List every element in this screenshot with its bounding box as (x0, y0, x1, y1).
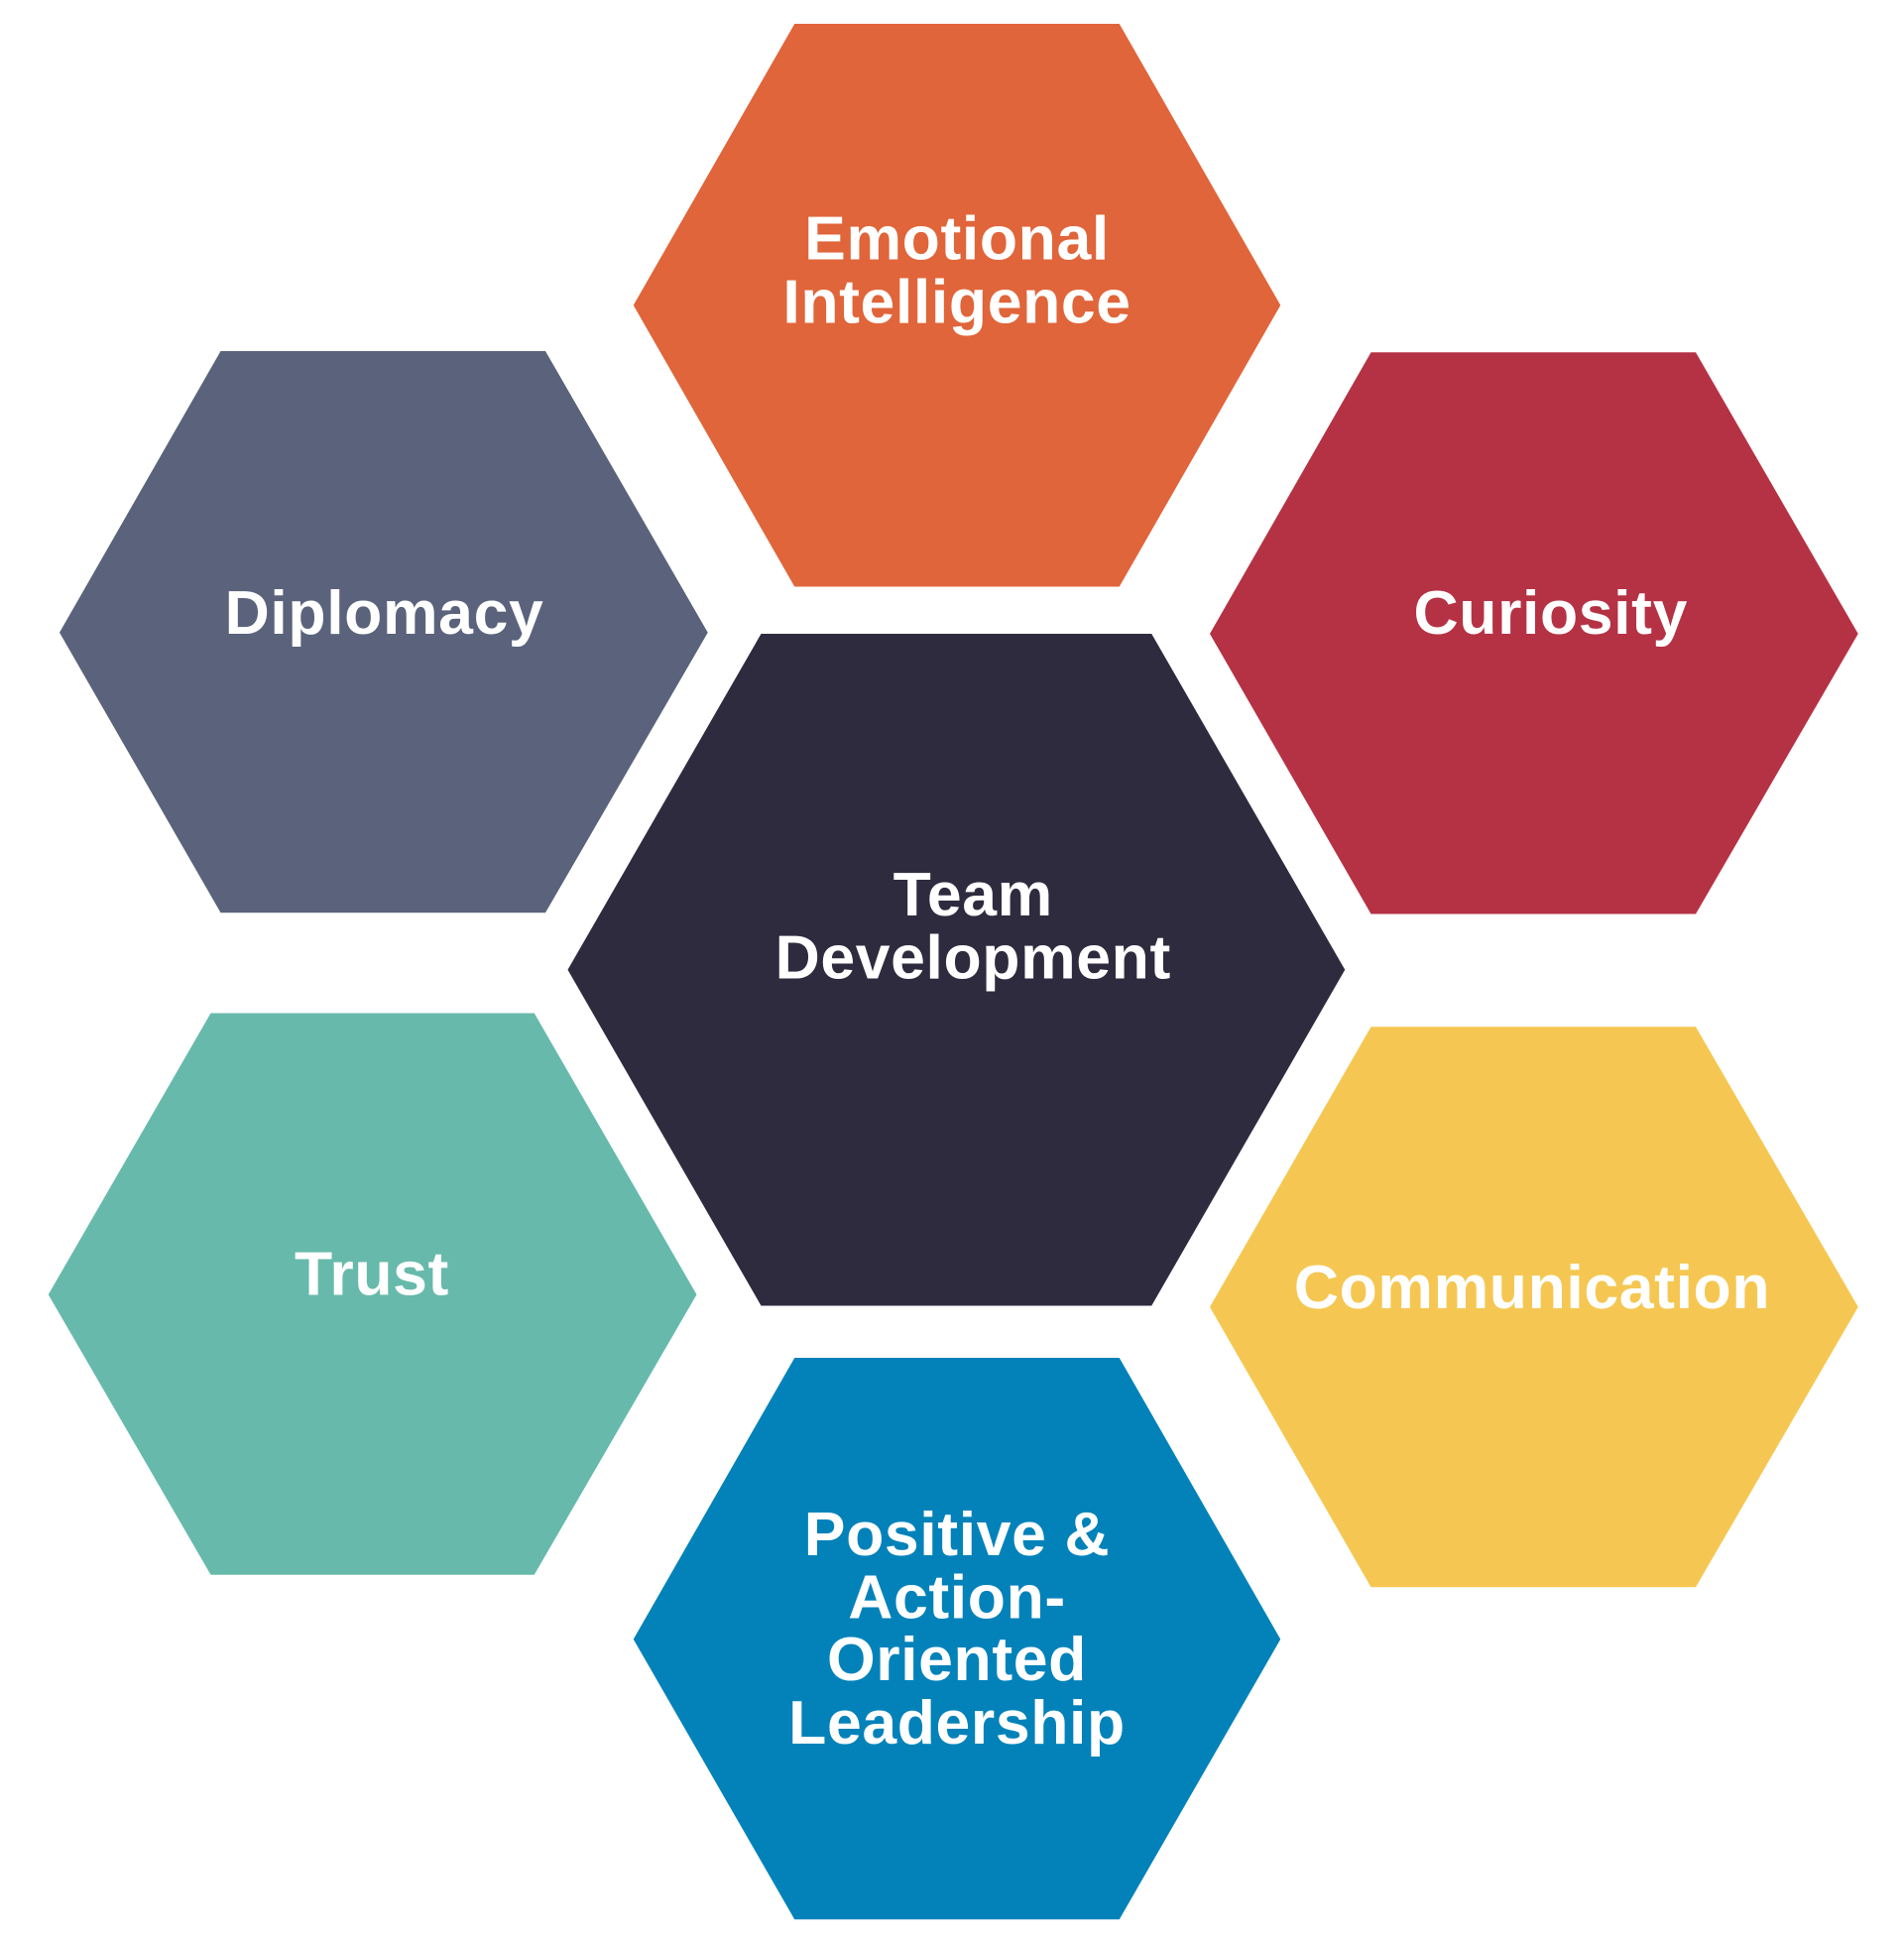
hex-leadership: Positive & Action- Oriented Leadership (633, 1358, 1281, 1920)
hex-diplomacy: Diplomacy (60, 351, 708, 913)
hex-label-line: Leadership (788, 1688, 1126, 1758)
hexagon-shape (567, 634, 1346, 1306)
hex-label-line: Development (775, 923, 1171, 993)
hex-label-line: Oriented (827, 1625, 1087, 1694)
hexagon-shape (1210, 1027, 1858, 1588)
hex-team-development-center: Team Development (567, 634, 1346, 1306)
hex-trust: Trust (48, 1013, 697, 1575)
hex-label-line: Action- (848, 1563, 1066, 1633)
hex-label-line: Trust (295, 1239, 449, 1308)
hexagon-shape (633, 24, 1281, 587)
hexagon-shape (48, 1013, 697, 1575)
hexagon-shape (633, 1358, 1281, 1920)
hex-label-line: Communication (1294, 1253, 1770, 1322)
hex-label-line: Curiosity (1414, 578, 1689, 648)
hex-label-line: Team (893, 860, 1053, 929)
hexagon-shape (60, 351, 708, 913)
hex-label-line: Diplomacy (225, 578, 544, 648)
hex-communication: Communication (1210, 1027, 1858, 1588)
hex-label-line: Emotional (804, 204, 1110, 274)
hex-curiosity: Curiosity (1210, 352, 1858, 914)
hexagon-shape (1210, 352, 1858, 914)
hex-emotional-intelligence: Emotional Intelligence (633, 24, 1281, 587)
hex-label-line: Positive & (804, 1500, 1110, 1569)
hex-label-line: Intelligence (782, 267, 1130, 336)
